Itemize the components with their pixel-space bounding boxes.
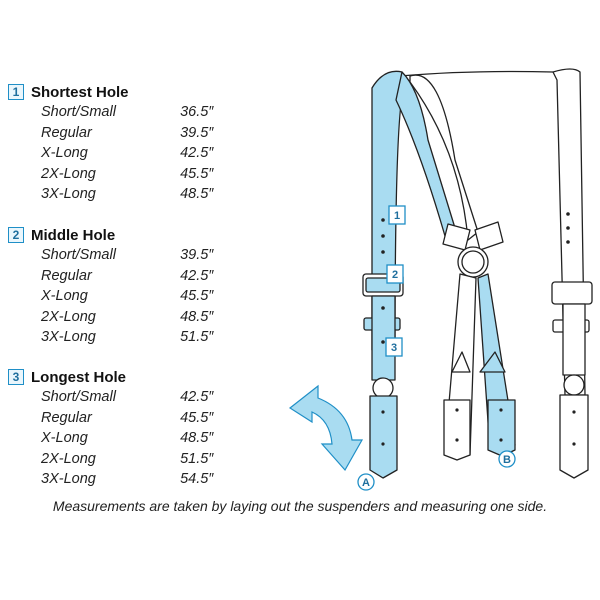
right-back-curve xyxy=(399,70,554,77)
size-name: X-Long xyxy=(41,145,88,162)
hole-callout-label: 3 xyxy=(391,342,397,354)
size-measurement: 45.5″ xyxy=(180,409,214,426)
size-measurement: 48.5″ xyxy=(180,308,214,325)
size-measurement: 45.5″ xyxy=(180,288,214,305)
left-lower-strap xyxy=(371,295,396,381)
size-name: 2X-Long xyxy=(41,308,96,325)
size-row: Regular 39.5″ xyxy=(8,123,238,144)
right-end-tab xyxy=(559,394,589,479)
point-label-text: B xyxy=(503,454,511,466)
left-back-strap xyxy=(395,71,456,237)
size-row: X-Long 45.5″ xyxy=(8,286,238,307)
group-header: 3 Longest Hole xyxy=(8,367,238,387)
center-tab-left xyxy=(442,223,471,251)
size-row: 2X-Long 45.5″ xyxy=(8,164,238,185)
size-name: 2X-Long xyxy=(41,165,96,182)
group-title: Longest Hole xyxy=(31,368,127,386)
group-header: 2 Middle Hole xyxy=(8,225,238,245)
hole-callout-label: 1 xyxy=(394,210,400,222)
group-shortest-hole: 1 Shortest Hole Short/Small 36.5″ Regular… xyxy=(8,82,238,205)
right-lower-strap xyxy=(562,303,586,376)
hole-number-badge: 2 xyxy=(8,227,24,243)
hole-callout-1: 1 xyxy=(388,205,406,225)
size-measurement: 51.5″ xyxy=(180,329,214,346)
size-measurement: 48.5″ xyxy=(180,186,214,203)
rear-end-tab-blue xyxy=(487,399,516,457)
size-name: Short/Small xyxy=(41,104,116,121)
size-row: Short/Small 36.5″ xyxy=(8,102,238,123)
size-name: 2X-Long xyxy=(41,450,96,467)
group-title: Middle Hole xyxy=(31,226,116,244)
size-measurement: 45.5″ xyxy=(180,165,214,182)
point-label-b: B xyxy=(498,450,516,468)
size-row: Regular 42.5″ xyxy=(8,266,238,287)
size-name: X-Long xyxy=(41,430,88,447)
size-name: 3X-Long xyxy=(41,186,96,203)
center-tab-right xyxy=(474,221,504,251)
right-buckle xyxy=(551,281,593,305)
measurement-caption: Measurements are taken by laying out the… xyxy=(52,498,548,514)
size-measurement: 39.5″ xyxy=(180,247,214,264)
size-measurement: 36.5″ xyxy=(180,104,214,121)
left-ring xyxy=(372,377,394,399)
point-label-a: A xyxy=(357,473,375,491)
hole-callout-label: 2 xyxy=(392,269,398,281)
hole-callout-3: 3 xyxy=(385,337,403,357)
size-row: Regular 45.5″ xyxy=(8,408,238,429)
size-row: 2X-Long 51.5″ xyxy=(8,449,238,470)
curved-arrow xyxy=(288,384,364,472)
size-measurement: 54.5″ xyxy=(180,471,214,488)
group-header: 1 Shortest Hole xyxy=(8,82,238,102)
size-name: X-Long xyxy=(41,288,88,305)
size-name: Short/Small xyxy=(41,389,116,406)
right-ring xyxy=(563,374,585,396)
size-name: Regular xyxy=(41,124,92,141)
size-row: 3X-Long 51.5″ xyxy=(8,327,238,348)
point-label-text: A xyxy=(362,477,370,489)
size-row: X-Long 42.5″ xyxy=(8,143,238,164)
hole-callout-2: 2 xyxy=(386,264,404,284)
size-name: 3X-Long xyxy=(41,471,96,488)
size-row: 2X-Long 48.5″ xyxy=(8,307,238,328)
size-name: Short/Small xyxy=(41,247,116,264)
group-longest-hole: 3 Longest Hole Short/Small 42.5″ Regular 4… xyxy=(8,367,238,490)
size-measurement: 42.5″ xyxy=(180,145,214,162)
hole-number-badge: 3 xyxy=(8,369,24,385)
size-name: 3X-Long xyxy=(41,329,96,346)
left-end-tab xyxy=(369,395,398,479)
size-name: Regular xyxy=(41,409,92,426)
size-measurement: 51.5″ xyxy=(180,450,214,467)
size-measurement: 48.5″ xyxy=(180,430,214,447)
hole-number-badge: 1 xyxy=(8,84,24,100)
size-row: X-Long 48.5″ xyxy=(8,428,238,449)
size-measurement: 39.5″ xyxy=(180,124,214,141)
size-row: 3X-Long 54.5″ xyxy=(8,469,238,490)
size-row: Short/Small 39.5″ xyxy=(8,245,238,266)
size-measurement: 42.5″ xyxy=(180,389,214,406)
size-row: Short/Small 42.5″ xyxy=(8,387,238,408)
size-row: 3X-Long 48.5″ xyxy=(8,184,238,205)
rear-end-tab-white xyxy=(443,399,471,461)
group-middle-hole: 2 Middle Hole Short/Small 39.5″ Regular 42… xyxy=(8,225,238,348)
size-name: Regular xyxy=(41,267,92,284)
size-measurement: 42.5″ xyxy=(180,267,214,284)
group-title: Shortest Hole xyxy=(31,83,129,101)
